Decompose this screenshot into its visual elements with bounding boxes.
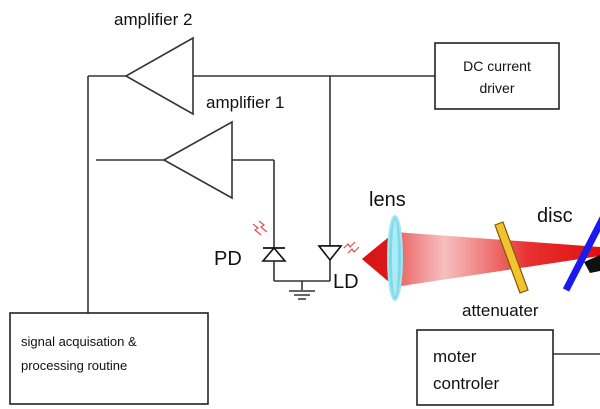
disc-hub-icon	[584, 255, 600, 273]
amplifier-2-triangle	[124, 36, 194, 116]
laser-diode-icon	[317, 243, 343, 265]
pd-label: PD	[214, 248, 242, 270]
ld-emission-marks-icon	[343, 241, 360, 254]
ld-label: LD	[333, 271, 359, 293]
lens-label: lens	[369, 189, 406, 211]
signal-processing-box	[9, 312, 209, 405]
motor-controller-box	[416, 329, 554, 406]
dc-driver-label-line2: driver	[479, 80, 514, 96]
signal-box-label-line1: signal acquisation &	[21, 334, 137, 349]
disc-label: disc	[537, 205, 573, 227]
pd-light-marks-icon	[252, 220, 268, 236]
attenuater-label: attenuater	[462, 301, 539, 320]
amplifier-2-label: amplifier 2	[114, 10, 192, 29]
attenuator-plate-icon	[494, 221, 529, 294]
signal-box-label-line2: processing routine	[21, 358, 127, 373]
ground-icon	[289, 290, 315, 300]
motor-box-label-line2: controler	[433, 374, 499, 393]
dc-driver-label-line1: DC current	[463, 58, 531, 74]
photodiode-icon	[261, 243, 287, 265]
amplifier-1-label: amplifier 1	[206, 93, 284, 112]
wiring	[87, 75, 600, 355]
disc-icon	[562, 216, 600, 292]
motor-box-label-line1: moter	[433, 347, 477, 366]
laser-beam	[362, 232, 600, 287]
beam-source-cone	[362, 232, 395, 287]
dc-current-driver-box	[434, 42, 560, 110]
amplifier-1-triangle	[162, 120, 233, 200]
